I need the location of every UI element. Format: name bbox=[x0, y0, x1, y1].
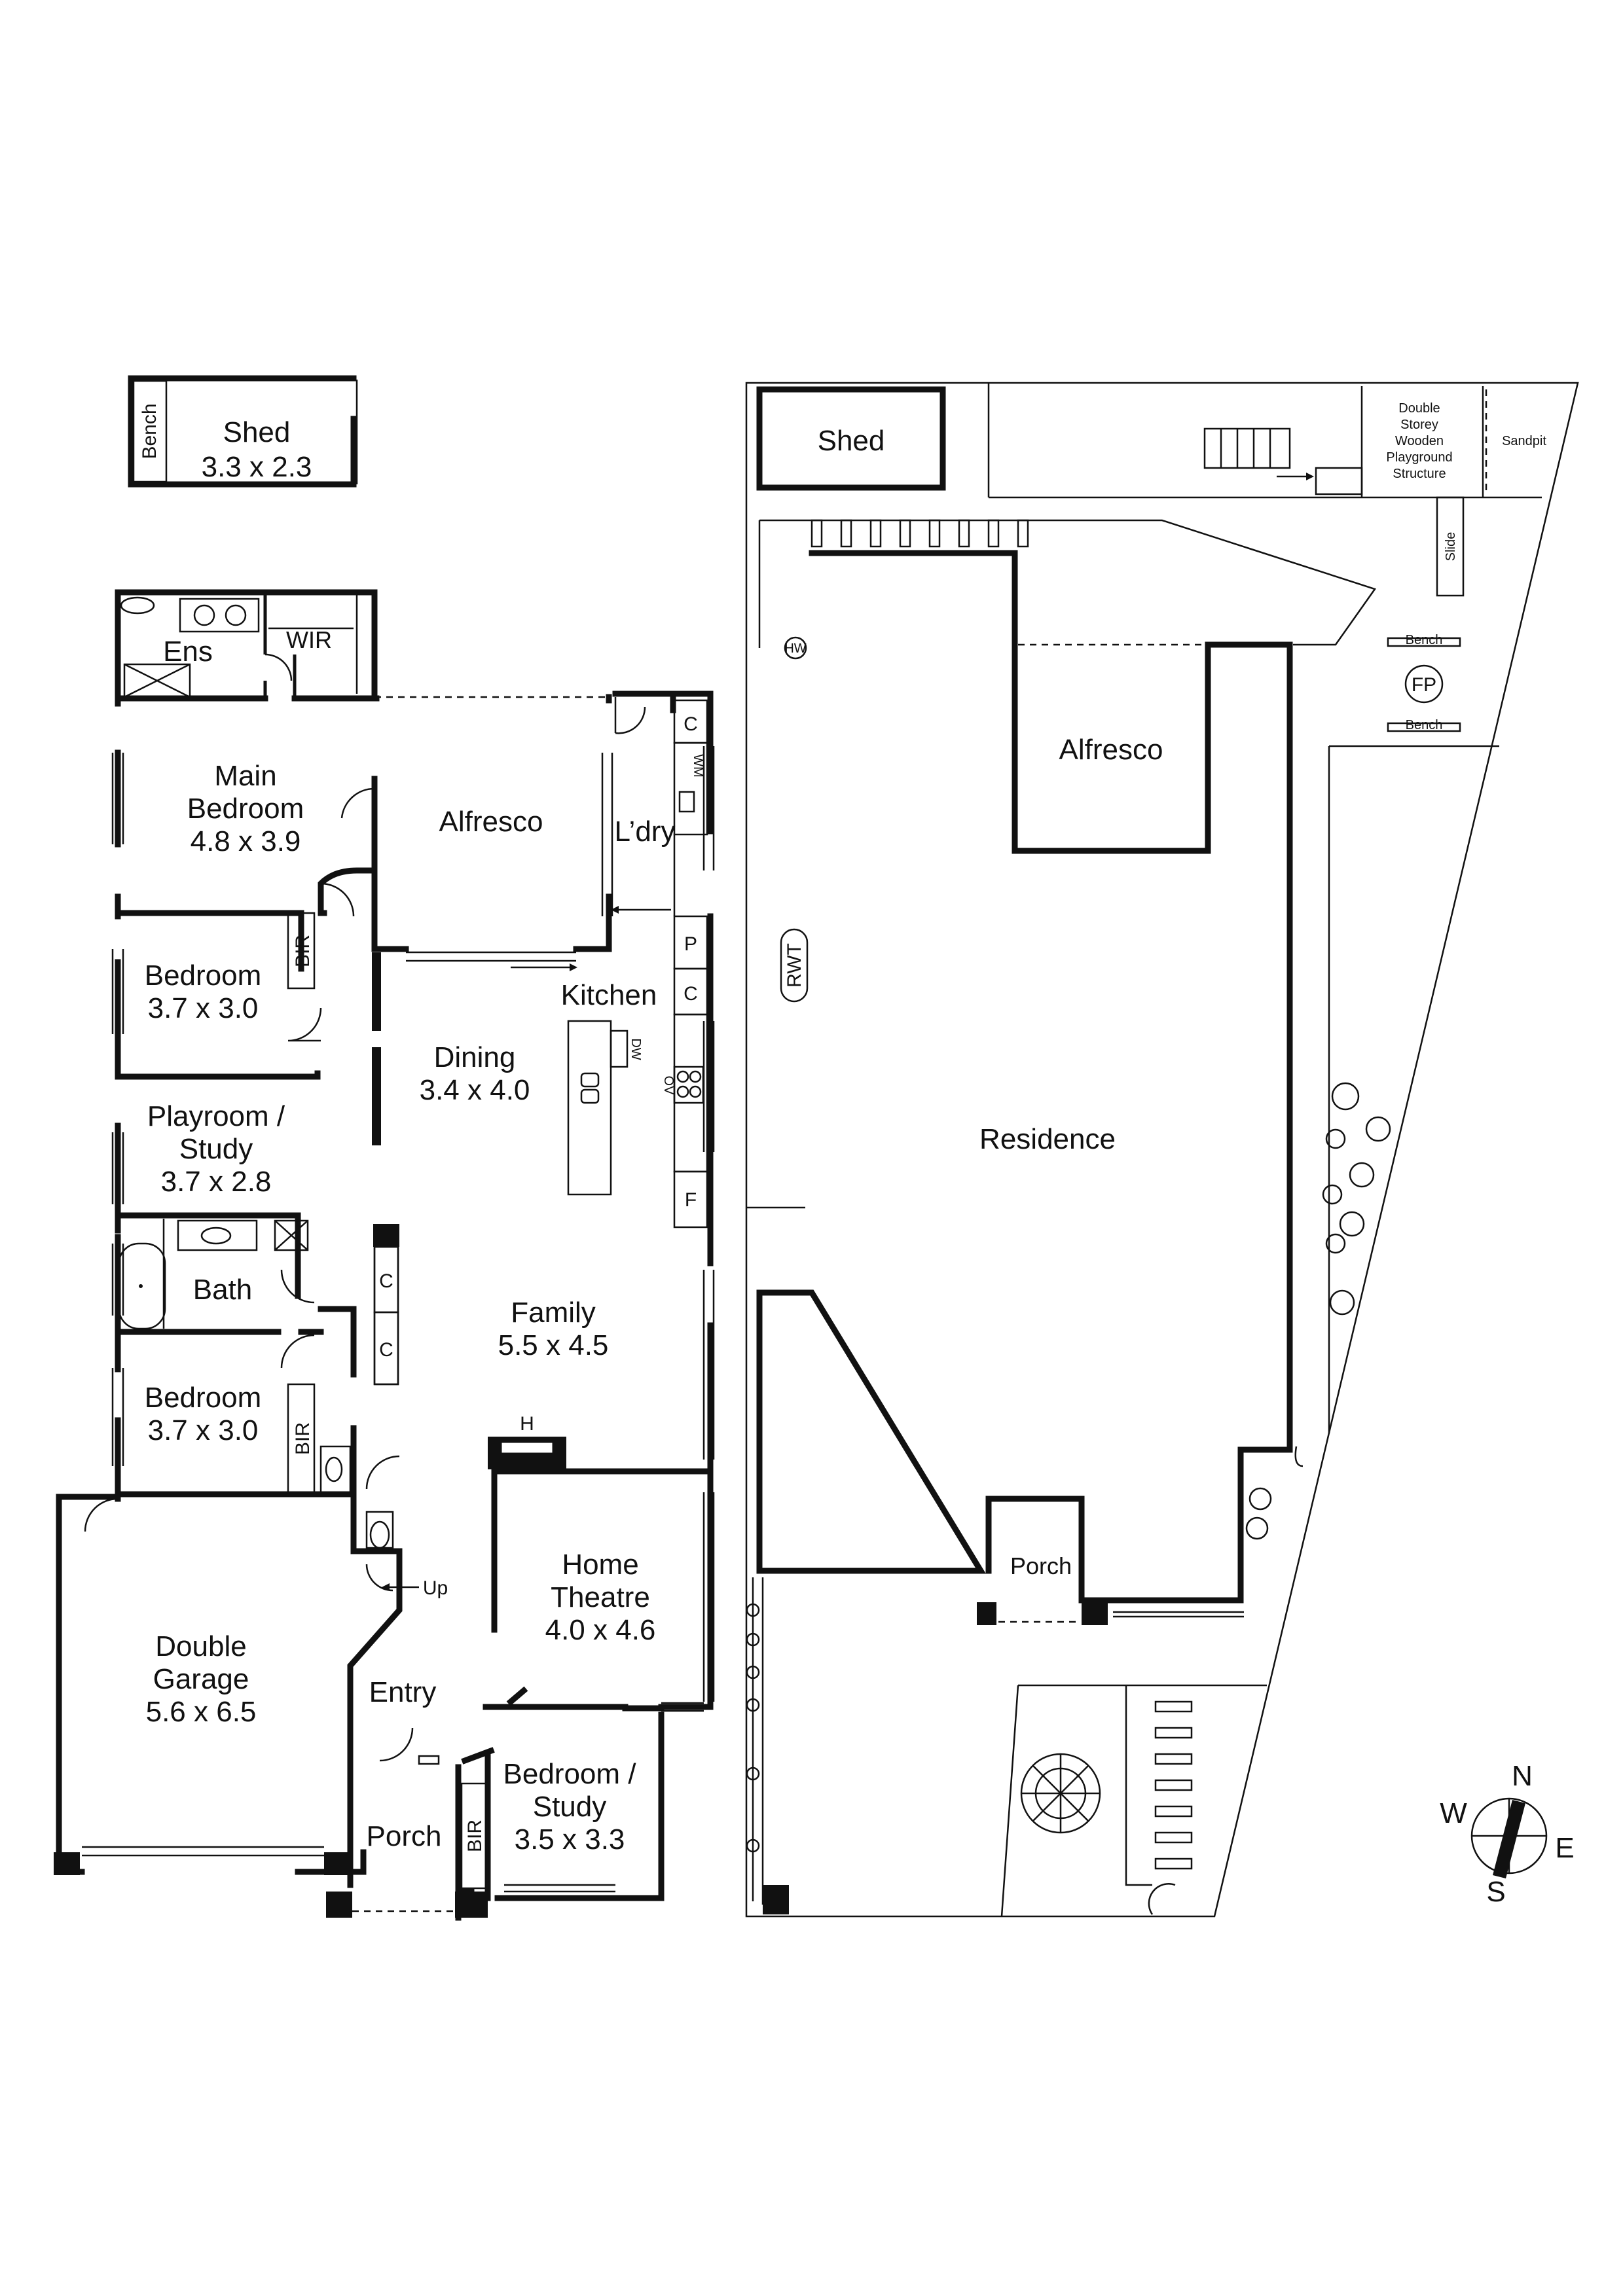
main-bedroom-name-2: Bedroom bbox=[187, 793, 304, 825]
hedge bbox=[1113, 1611, 1244, 1618]
dining-size: 3.4 x 4.0 bbox=[420, 1074, 530, 1106]
main-bedroom-size: 4.8 x 3.9 bbox=[191, 825, 301, 857]
garage-name-2: Garage bbox=[153, 1663, 249, 1695]
tree-icon bbox=[1020, 1753, 1101, 1834]
alfresco-label: Alfresco bbox=[439, 806, 543, 838]
ensuite-area: Ens WIR bbox=[120, 592, 358, 698]
site-plan: Shed Double Storey Wooden Playground Str… bbox=[745, 382, 1579, 1918]
home-theatre-name-1: Home bbox=[562, 1549, 638, 1581]
playroom-study: Playroom / Study 3.7 x 2.8 bbox=[111, 1070, 321, 1204]
bedroom-study-name-2: Study bbox=[533, 1791, 607, 1823]
main-bedroom-name-1: Main bbox=[214, 760, 276, 792]
bath: Bath bbox=[111, 1219, 315, 1369]
hw-label: HW bbox=[784, 641, 806, 656]
kitchen-label: Kitchen bbox=[561, 979, 657, 1011]
bedroom-study: BIR Bedroom / Study 3.5 x 3.3 bbox=[464, 1758, 636, 1856]
family-size: 5.5 x 4.5 bbox=[498, 1329, 609, 1361]
family-name: Family bbox=[511, 1297, 596, 1329]
fridge-label: F bbox=[685, 1189, 697, 1211]
playroom-name-1: Playroom / bbox=[147, 1100, 285, 1132]
bedroom-2-name: Bedroom bbox=[145, 1382, 262, 1414]
playroom-size: 3.7 x 2.8 bbox=[161, 1166, 272, 1198]
bedroom-study-bir: BIR bbox=[464, 1820, 486, 1852]
family-cupboard-1: C bbox=[379, 1270, 393, 1292]
house-walls bbox=[54, 589, 715, 1921]
compass-e: E bbox=[1555, 1832, 1574, 1864]
playground-1: Double bbox=[1398, 401, 1440, 416]
ov-label: OV bbox=[661, 1076, 676, 1096]
main-bedroom: Main Bedroom 4.8 x 3.9 bbox=[111, 696, 606, 917]
shed-bench-label: Bench bbox=[139, 403, 160, 459]
home-theatre-name-2: Theatre bbox=[551, 1581, 650, 1613]
steps bbox=[1154, 1700, 1193, 1870]
playground-3: Wooden bbox=[1395, 434, 1444, 448]
compass: N E S W bbox=[1440, 1760, 1574, 1908]
bedroom-study-name-1: Bedroom / bbox=[503, 1758, 637, 1790]
dining-name: Dining bbox=[434, 1041, 516, 1073]
heater-label: H bbox=[520, 1413, 534, 1435]
bedroom-2-bir: BIR bbox=[292, 1422, 314, 1455]
slide-label: Slide bbox=[1444, 532, 1458, 561]
double-garage: Double Garage 5.6 x 6.5 bbox=[146, 1630, 257, 1728]
wir-label: WIR bbox=[286, 626, 332, 653]
pantry-label: P bbox=[684, 933, 697, 955]
bedroom-1-name: Bedroom bbox=[145, 960, 262, 992]
rwt-label: RWT bbox=[784, 943, 805, 988]
family: C C Family 5.5 x 4.5 H bbox=[373, 1246, 609, 1435]
sandpit-label: Sandpit bbox=[1502, 434, 1546, 448]
compass-n: N bbox=[1512, 1760, 1533, 1792]
bedroom-study-size: 3.5 x 3.3 bbox=[515, 1823, 625, 1856]
bedroom-1: BIR Bedroom 3.7 x 3.0 bbox=[111, 912, 322, 1042]
playroom-name-2: Study bbox=[179, 1133, 253, 1165]
laundry: C WM L’dry bbox=[611, 697, 715, 916]
fp-label: FP bbox=[1412, 674, 1436, 696]
bath-label: Bath bbox=[193, 1274, 253, 1306]
bedroom-1-size: 3.7 x 3.0 bbox=[148, 992, 259, 1024]
playground-4: Playground bbox=[1386, 450, 1452, 465]
floor-plan: Bench Shed 3.3 x 2.3 bbox=[54, 375, 715, 1921]
residence-label: Residence bbox=[979, 1123, 1116, 1155]
bedroom-1-bir: BIR bbox=[292, 935, 314, 967]
shed-size: 3.3 x 2.3 bbox=[202, 451, 312, 483]
laundry-label: L’dry bbox=[615, 816, 676, 848]
porch-label: Porch bbox=[367, 1820, 442, 1852]
wm-label: WM bbox=[691, 754, 705, 778]
garage-name-1: Double bbox=[155, 1630, 246, 1662]
alfresco: Alfresco bbox=[406, 753, 613, 971]
site-porch-label: Porch bbox=[1010, 1552, 1072, 1579]
laundry-cupboard-label: C bbox=[684, 713, 698, 735]
site-alfresco-label: Alfresco bbox=[1059, 734, 1163, 766]
home-theatre: Home Theatre 4.0 x 4.6 bbox=[545, 1549, 704, 1712]
site-shed-label: Shed bbox=[818, 425, 885, 457]
hedge-left bbox=[746, 1603, 760, 1853]
shed-name: Shed bbox=[223, 416, 291, 448]
entry: Entry Porch bbox=[367, 1676, 442, 1852]
dw-label: DW bbox=[629, 1038, 643, 1060]
compass-s: S bbox=[1486, 1876, 1505, 1908]
bench-2-label: Bench bbox=[1406, 718, 1443, 732]
entry-label: Entry bbox=[369, 1676, 437, 1708]
bedroom-2: BIR Bedroom 3.7 x 3.0 bbox=[84, 1368, 400, 1532]
playground-5: Structure bbox=[1393, 467, 1446, 481]
powder-room: Up bbox=[365, 1511, 448, 1599]
shed-building: Bench Shed 3.3 x 2.3 bbox=[128, 375, 358, 488]
family-cupboard-2: C bbox=[379, 1339, 393, 1361]
ens-label: Ens bbox=[163, 636, 213, 668]
shrubs bbox=[1245, 1082, 1391, 1540]
kitchen-cupboard-label: C bbox=[684, 983, 698, 1005]
kitchen: P C OV F DW Kitchen bbox=[561, 915, 715, 1229]
garage-size: 5.6 x 6.5 bbox=[146, 1696, 257, 1728]
pavers-top bbox=[811, 519, 1029, 548]
up-label: Up bbox=[423, 1577, 448, 1599]
compass-w: W bbox=[1440, 1797, 1467, 1829]
dining: Dining 3.4 x 4.0 bbox=[420, 1041, 530, 1106]
playground-2: Storey bbox=[1400, 418, 1438, 432]
bedroom-2-size: 3.7 x 3.0 bbox=[148, 1414, 259, 1446]
home-theatre-size: 4.0 x 4.6 bbox=[545, 1614, 656, 1646]
bench-1-label: Bench bbox=[1406, 633, 1443, 647]
